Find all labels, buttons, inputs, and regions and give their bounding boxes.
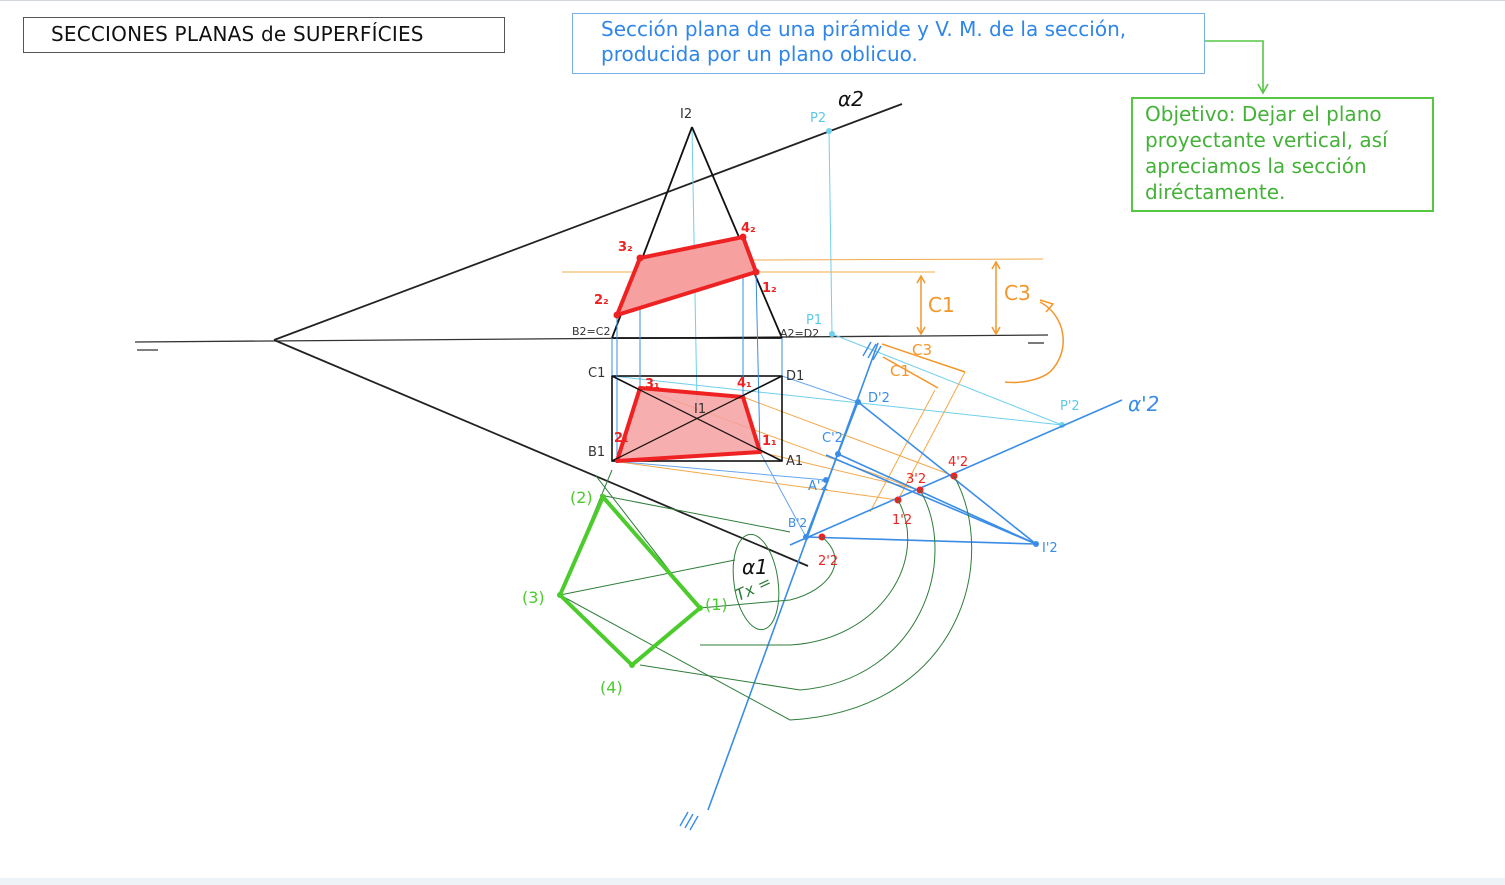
subtitle-box: Sección plana de una pirámide y V. M. de… — [572, 13, 1205, 74]
alpha2-prime-edge — [789, 399, 1123, 546]
label-p2: P2 — [810, 111, 826, 126]
label-dim-c3: C3 — [1004, 281, 1031, 305]
blue-points — [803, 399, 1039, 547]
label-3-2: 3₂ — [618, 240, 633, 255]
orange-dimensions — [881, 260, 1064, 389]
tick-marks — [679, 341, 882, 831]
label-a2-d2: A2=D2 — [780, 327, 819, 340]
section-points — [613, 233, 760, 319]
label-1-2: 1₂ — [762, 281, 777, 296]
true-magnitude-points — [557, 494, 703, 668]
section-vertical — [615, 235, 758, 317]
label-a1: A1 — [786, 454, 803, 469]
label-alpha2: α2 — [838, 87, 864, 111]
label-alpha2-prime: α'2 — [1128, 392, 1159, 416]
label-i1: I1 — [694, 402, 706, 417]
alpha2-prime-trace — [707, 342, 879, 811]
label-alpha1: α1 — [742, 555, 768, 579]
objective-box: Objetivo: Dejar el plano proyectante ver… — [1131, 97, 1434, 212]
label-c3: C3 — [912, 341, 932, 359]
label-1-2-prime: 1'2 — [892, 513, 912, 528]
label-true-4: (4) — [600, 678, 623, 697]
label-i2: I2 — [680, 107, 692, 122]
subtitle-line-2: producida por un plano oblicuo. — [601, 42, 918, 66]
label-p2-prime: P'2 — [1060, 399, 1080, 414]
label-2-2: 2₂ — [594, 293, 609, 308]
label-4-2-prime: 4'2 — [948, 455, 968, 470]
top-border — [0, 0, 1505, 1]
alpha2-trace — [273, 103, 903, 341]
label-4-2: 4₂ — [741, 221, 756, 236]
label-i2-prime: I'2 — [1042, 541, 1058, 556]
label-2-2-prime: 2'2 — [818, 554, 838, 569]
point-p2 — [826, 128, 832, 134]
label-1-1: 1₁ — [762, 434, 777, 449]
blue-thin-lines — [611, 375, 859, 538]
bottom-bar — [0, 878, 1505, 885]
label-a2-prime: A'2 — [808, 479, 829, 494]
label-2-1: 2₁ — [614, 431, 629, 446]
blue-construction — [707, 342, 1123, 811]
label-true-2: (2) — [570, 488, 593, 507]
page-title: SECCIONES PLANAS de SUPERFÍCIES — [23, 17, 505, 53]
drawing-labels: α2 I2 P2 P1 3₂ 4₂ 1₂ 2₂ B2=C2 A2=D2 C1 D… — [522, 87, 1159, 697]
label-d2-prime: D'2 — [868, 391, 890, 406]
ground-line — [134, 334, 1049, 351]
objective-connector-arrow — [1205, 40, 1269, 95]
label-dim-c1: C1 — [928, 293, 955, 317]
section-horizontal — [615, 386, 762, 463]
label-b2-c2: B2=C2 — [572, 325, 610, 338]
label-true-1: (1) — [705, 595, 728, 614]
alpha1-trace — [273, 339, 809, 567]
plane-traces — [273, 103, 903, 567]
label-c1: C1 — [588, 366, 605, 381]
point-p1 — [829, 331, 835, 337]
label-b2-prime: B'2 — [788, 516, 807, 530]
label-c2-prime: C'2 — [822, 431, 843, 446]
subtitle-line-1: Sección plana de una pirámide y V. M. de… — [601, 17, 1127, 41]
label-b1: B1 — [588, 445, 605, 460]
label-d1: D1 — [786, 369, 804, 384]
label-3-2-prime: 3'2 — [906, 472, 926, 487]
horizontal-diagonals-overlay — [611, 375, 783, 462]
label-4-1: 4₁ — [737, 376, 752, 391]
label-true-3: (3) — [522, 588, 545, 607]
label-c1-small: C1 — [890, 362, 910, 380]
label-p1: P1 — [806, 313, 822, 328]
label-3-1: 3₁ — [645, 377, 660, 392]
